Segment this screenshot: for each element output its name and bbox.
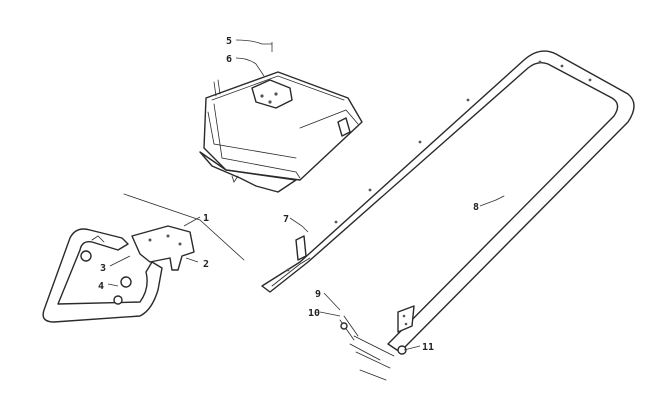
callout-2: 2 [203,259,209,270]
callout-11: 11 [422,342,434,353]
callout-1: 1 [203,213,209,224]
callout-6: 6 [226,54,232,65]
callout-10: 10 [308,308,320,319]
callout-9: 9 [315,289,321,300]
callout-4: 4 [98,281,104,292]
callout-8: 8 [473,202,479,213]
callout-3: 3 [100,263,106,274]
mount-bracket [123,193,245,271]
callout-5: 5 [226,36,232,47]
callout-7: 7 [283,214,289,225]
seat-box [199,71,363,193]
bumper-hoop [42,228,163,323]
callouts: 5 6 1 2 3 4 7 8 9 10 11 [98,36,479,353]
tow-bar [261,50,635,353]
hardware-cluster [339,195,505,381]
leader-lines [107,39,497,351]
